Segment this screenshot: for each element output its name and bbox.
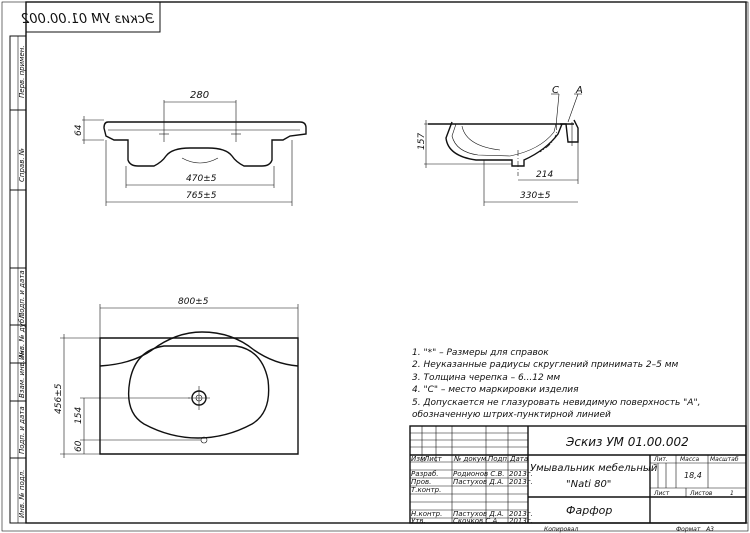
- side-label-5: Подп. и дата: [18, 406, 26, 454]
- sheet-label: Лист: [653, 490, 670, 497]
- note-3: 3. Толщина черепка – 6...12 мм: [412, 372, 561, 383]
- side-label-0: Перв. примен.: [18, 45, 26, 98]
- dim-60: 60: [74, 440, 84, 452]
- date-razrab: 2013г.: [509, 470, 533, 478]
- side-label-6: Инв. № подл.: [18, 470, 26, 518]
- col-doc: № докум.: [453, 455, 489, 463]
- role-tkontr: Т.контр.: [411, 486, 441, 494]
- sheets-value: 1: [730, 490, 734, 497]
- sheets-label: Листов: [689, 490, 713, 497]
- role-razrab: Разраб.: [411, 470, 439, 478]
- dim-800: 800±5: [178, 297, 209, 307]
- col-sign: Подп.: [488, 455, 509, 463]
- front-view: 280 64 470±5 765±5: [74, 90, 307, 206]
- plan-view: 800±5 456±5 154 60: [54, 297, 299, 458]
- note-5: 5. Допускается не глазуровать невидимую …: [412, 397, 701, 408]
- side-view: С А 157 214 330±5: [417, 85, 583, 206]
- copied-label: Копировал: [544, 526, 578, 533]
- dim-64: 64: [74, 124, 84, 136]
- role-prov: Пров.: [411, 478, 431, 486]
- side-label-3: Инв. № дубл.: [18, 312, 26, 360]
- note-2: 2. Неуказанные радиусы скруглений приним…: [412, 360, 679, 371]
- side-label-2: Подп. и дата: [18, 270, 26, 318]
- role-nkontr: Н.контр.: [411, 510, 442, 518]
- technical-notes: 1. "*" – Размеры для справок 2. Неуказан…: [412, 347, 700, 421]
- name-prov: Пастухов Д.А.: [453, 478, 504, 486]
- dim-214: 214: [536, 170, 553, 180]
- col-izm: Изм: [411, 455, 426, 463]
- dim-154: 154: [74, 407, 84, 424]
- side-label-4: Взам. инв. №: [18, 350, 26, 398]
- format-label: Формат А3: [676, 526, 714, 533]
- title-block: Изм Лист № докум. Подп. Дата Разраб. Род…: [409, 425, 747, 533]
- note-4: 4. "С" – место маркировки изделия: [412, 385, 579, 396]
- title-code: Эскиз УМ 01.00.002: [565, 435, 689, 449]
- note-1: 1. "*" – Размеры для справок: [412, 348, 549, 358]
- col-list: Лист: [423, 455, 443, 463]
- note-5-cont: обозначенную штрих-пунктирной линией: [412, 410, 611, 421]
- left-hole-marker: [159, 126, 169, 142]
- code-box-mirrored: [25, 1, 161, 33]
- dim-330: 330±5: [520, 191, 551, 201]
- material: Фарфор: [566, 504, 612, 517]
- side-label-1: Справ. №: [18, 148, 26, 182]
- lit-label: Лит.: [653, 456, 668, 463]
- product-name-line2: "Nati 80": [566, 479, 611, 490]
- right-hole-marker: [231, 126, 241, 142]
- dim-280: 280: [190, 90, 209, 101]
- code-mirrored: Эскиз УМ 01.00.002: [21, 12, 155, 27]
- col-date: Дата: [509, 455, 528, 463]
- date-utv: 2013г.: [509, 517, 533, 525]
- label-c: С: [552, 85, 559, 96]
- name-razrab: Родионов С.В.: [453, 470, 505, 478]
- scale-label: Масштаб: [710, 456, 739, 463]
- date-prov: 2013г.: [509, 478, 533, 486]
- left-margin-strips: Перв. примен. Справ. № Подп. и дата Инв.…: [9, 35, 27, 524]
- label-a: А: [575, 85, 583, 96]
- product-name-line1: Умывальник мебельный: [530, 462, 658, 474]
- dim-765: 765±5: [186, 191, 217, 201]
- role-utv: Утв.: [411, 517, 426, 525]
- date-nkontr: 2013г.: [509, 510, 533, 518]
- mass-label: Масса: [680, 456, 699, 463]
- dim-157: 157: [417, 133, 427, 150]
- mass-value: 18,4: [684, 471, 702, 480]
- dim-470: 470±5: [186, 174, 217, 184]
- dim-456: 456±5: [54, 383, 64, 414]
- name-nkontr: Пастухов Д.А.: [453, 510, 504, 518]
- name-utv: Скочков С.А.: [453, 517, 500, 525]
